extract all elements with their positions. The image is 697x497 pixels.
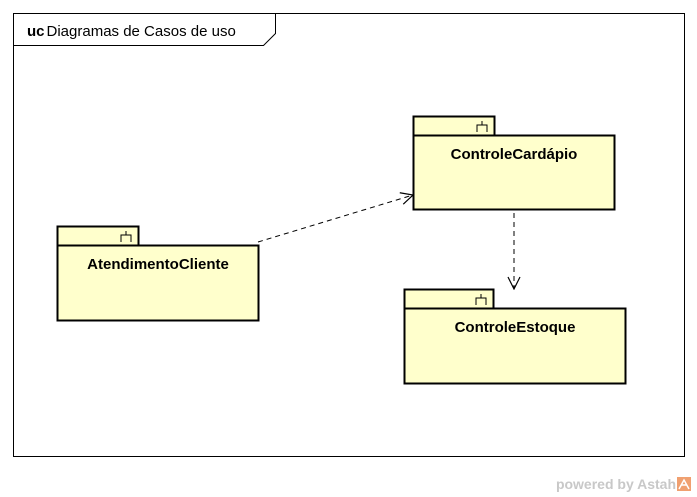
- package-atendimento-cliente[interactable]: AtendimentoCliente: [56, 225, 260, 322]
- package-tab: [56, 225, 140, 247]
- package-tab: [403, 288, 495, 310]
- package-body: [56, 244, 260, 322]
- package-tab: [412, 115, 496, 137]
- frame-title: Diagramas de Casos de uso: [47, 23, 236, 40]
- package-name: AtendimentoCliente: [87, 256, 229, 273]
- frame-name-tab: [13, 13, 276, 46]
- package-body: [403, 307, 627, 385]
- watermark-text: powered by Astah: [556, 476, 676, 492]
- astah-logo-icon: [677, 477, 691, 491]
- package-icon: [476, 121, 488, 132]
- frame-keyword: uc: [27, 23, 45, 40]
- package-body: [412, 134, 616, 211]
- package-name: ControleEstoque: [455, 319, 576, 336]
- frame-border: [13, 13, 685, 457]
- package-icon: [120, 231, 132, 242]
- astah-watermark: powered by Astah: [556, 476, 691, 492]
- package-name: ControleCardápio: [451, 146, 578, 163]
- package-controle-estoque[interactable]: ControleEstoque: [403, 288, 627, 385]
- package-icon: [475, 294, 487, 305]
- package-controle-cardapio[interactable]: ControleCardápio: [412, 115, 616, 211]
- dependency-atendimento-to-cardapio[interactable]: [257, 195, 413, 243]
